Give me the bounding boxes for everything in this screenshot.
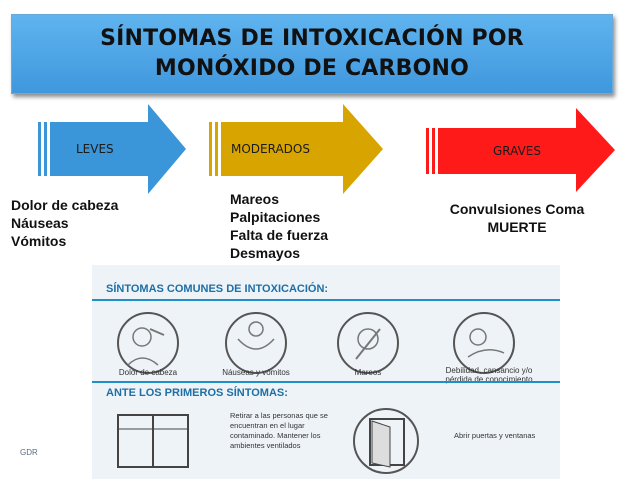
arrow-graves: GRAVES bbox=[426, 108, 616, 192]
graves-item: MUERTE bbox=[487, 219, 547, 235]
leves-item: Náuseas bbox=[11, 215, 69, 231]
nausea-figure-icon bbox=[210, 305, 302, 385]
leves-item: Dolor de cabeza bbox=[11, 197, 119, 213]
arrow-leves: LEVES bbox=[38, 104, 188, 194]
footer-code: GDR bbox=[20, 448, 38, 457]
leves-list: Dolor de cabeza Náuseas Vómitos bbox=[11, 196, 118, 250]
moderados-item: Mareos bbox=[230, 191, 280, 207]
headache-figure-icon bbox=[102, 305, 194, 385]
poster-note-open: Abrir puertas y ventanas bbox=[454, 431, 536, 440]
graves-item: Convulsiones Coma bbox=[449, 201, 585, 217]
moderados-item: Palpitaciones bbox=[230, 209, 321, 225]
leves-item: Vómitos bbox=[11, 233, 67, 249]
moderados-item: Falta de fuerza bbox=[230, 227, 329, 243]
poster-caption: Mareos bbox=[354, 368, 382, 377]
poster-heading-symptoms: SÍNTOMAS COMUNES DE INTOXICACIÓN: bbox=[106, 283, 329, 295]
moderados-item: Desmayos bbox=[230, 245, 301, 261]
moderados-list: Mareos Palpitaciones Falta de fuerza Des… bbox=[230, 190, 328, 262]
poster-image: SÍNTOMAS COMUNES DE INTOXICACIÓN: Dolor … bbox=[92, 265, 560, 479]
arrow-label-moderados: MODERADOS bbox=[231, 142, 310, 156]
poster-caption: Náuseas y vómitos bbox=[222, 368, 290, 377]
title-banner: SÍNTOMAS DE INTOXICACIÓN POR MONÓXIDO DE… bbox=[11, 14, 613, 94]
poster-caption: Debilidad, cansancio y/o pérdida de cono… bbox=[445, 366, 533, 384]
poster-heading-actions: ANTE LOS PRIMEROS SÍNTOMAS: bbox=[106, 387, 288, 399]
poster-divider bbox=[92, 381, 560, 383]
poster-caption: Dolor de cabeza bbox=[118, 368, 178, 377]
page-title: SÍNTOMAS DE INTOXICACIÓN POR MONÓXIDO DE… bbox=[100, 26, 524, 81]
poster-divider bbox=[92, 299, 560, 301]
poster-note-ventilate: Retirar a las personas que se encuentran… bbox=[230, 411, 328, 450]
arrow-label-leves: LEVES bbox=[76, 142, 114, 156]
arrow-moderados: MODERADOS bbox=[209, 104, 384, 194]
window-icon bbox=[112, 405, 202, 475]
arrow-label-graves: GRAVES bbox=[493, 144, 541, 158]
graves-list: Convulsiones Coma MUERTE bbox=[437, 200, 597, 236]
fainting-figure-icon bbox=[438, 305, 530, 385]
door-icon bbox=[342, 405, 432, 475]
dizziness-figure-icon bbox=[322, 305, 414, 385]
